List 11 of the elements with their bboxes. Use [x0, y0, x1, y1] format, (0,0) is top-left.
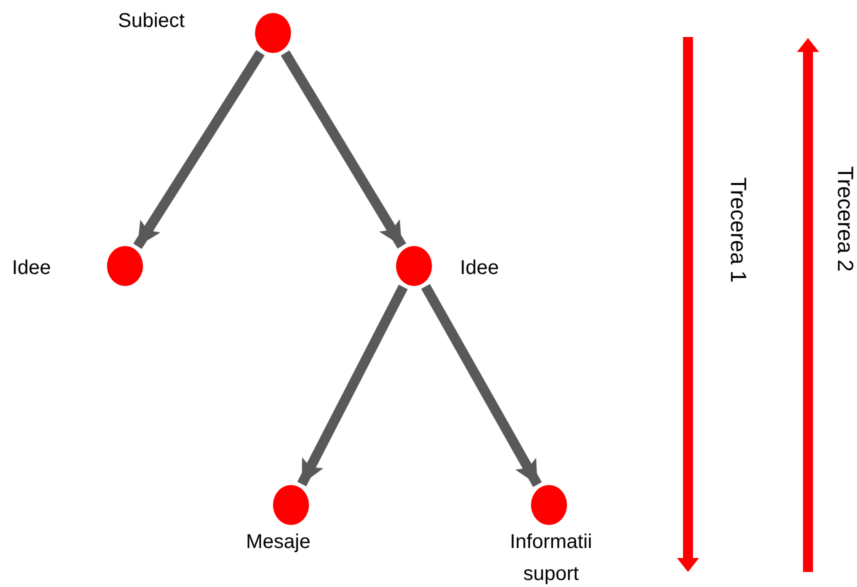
rotated-label: Trecerea 1 — [724, 177, 751, 283]
arrow — [133, 50, 265, 249]
rotated-label: Trecerea 2 — [832, 166, 857, 272]
node-label: Subiect — [118, 9, 186, 34]
node-label: Idee — [460, 256, 500, 281]
arrow — [280, 50, 406, 249]
node-label: Idee — [12, 256, 52, 281]
arrow — [297, 284, 408, 486]
node-label: Mesaje — [246, 530, 312, 555]
arrow — [421, 284, 542, 488]
node-label: Informatii suport — [508, 530, 594, 587]
